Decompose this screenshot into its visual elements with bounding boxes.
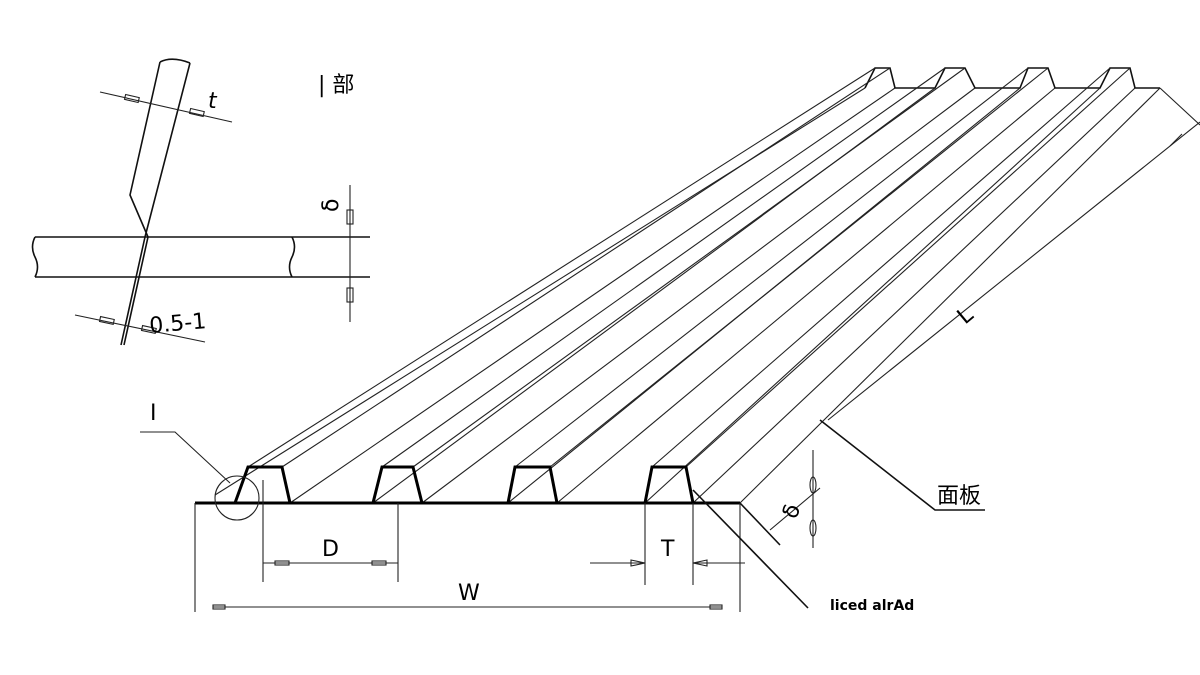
detail-ref-circle <box>214 475 260 521</box>
dimensions: W D T L δ <box>194 121 1200 612</box>
detail-delta-label: δ <box>319 199 344 212</box>
detail-ref-label: I <box>150 401 157 426</box>
panel-body <box>195 67 1200 546</box>
thickness-dimension-line <box>99 91 233 123</box>
gap-label: 0.5-1 <box>148 309 207 339</box>
length-label: L <box>953 302 979 330</box>
main-delta-label: δ <box>778 501 806 522</box>
rib-spacing-label: D <box>322 537 339 562</box>
width-label: W <box>458 581 480 606</box>
rib-width-label: T <box>660 537 675 562</box>
rib-label: liced alrAd <box>830 598 914 614</box>
gap-dimension-line <box>74 314 206 343</box>
detail-inset: t 0.5-1 δ | 部 <box>31 58 370 346</box>
leaders: I 面板 liced alrAd <box>140 401 985 614</box>
thickness-label: t <box>208 89 218 114</box>
panel-label: 面板 <box>937 484 981 509</box>
detail-title: | 部 <box>318 73 354 98</box>
